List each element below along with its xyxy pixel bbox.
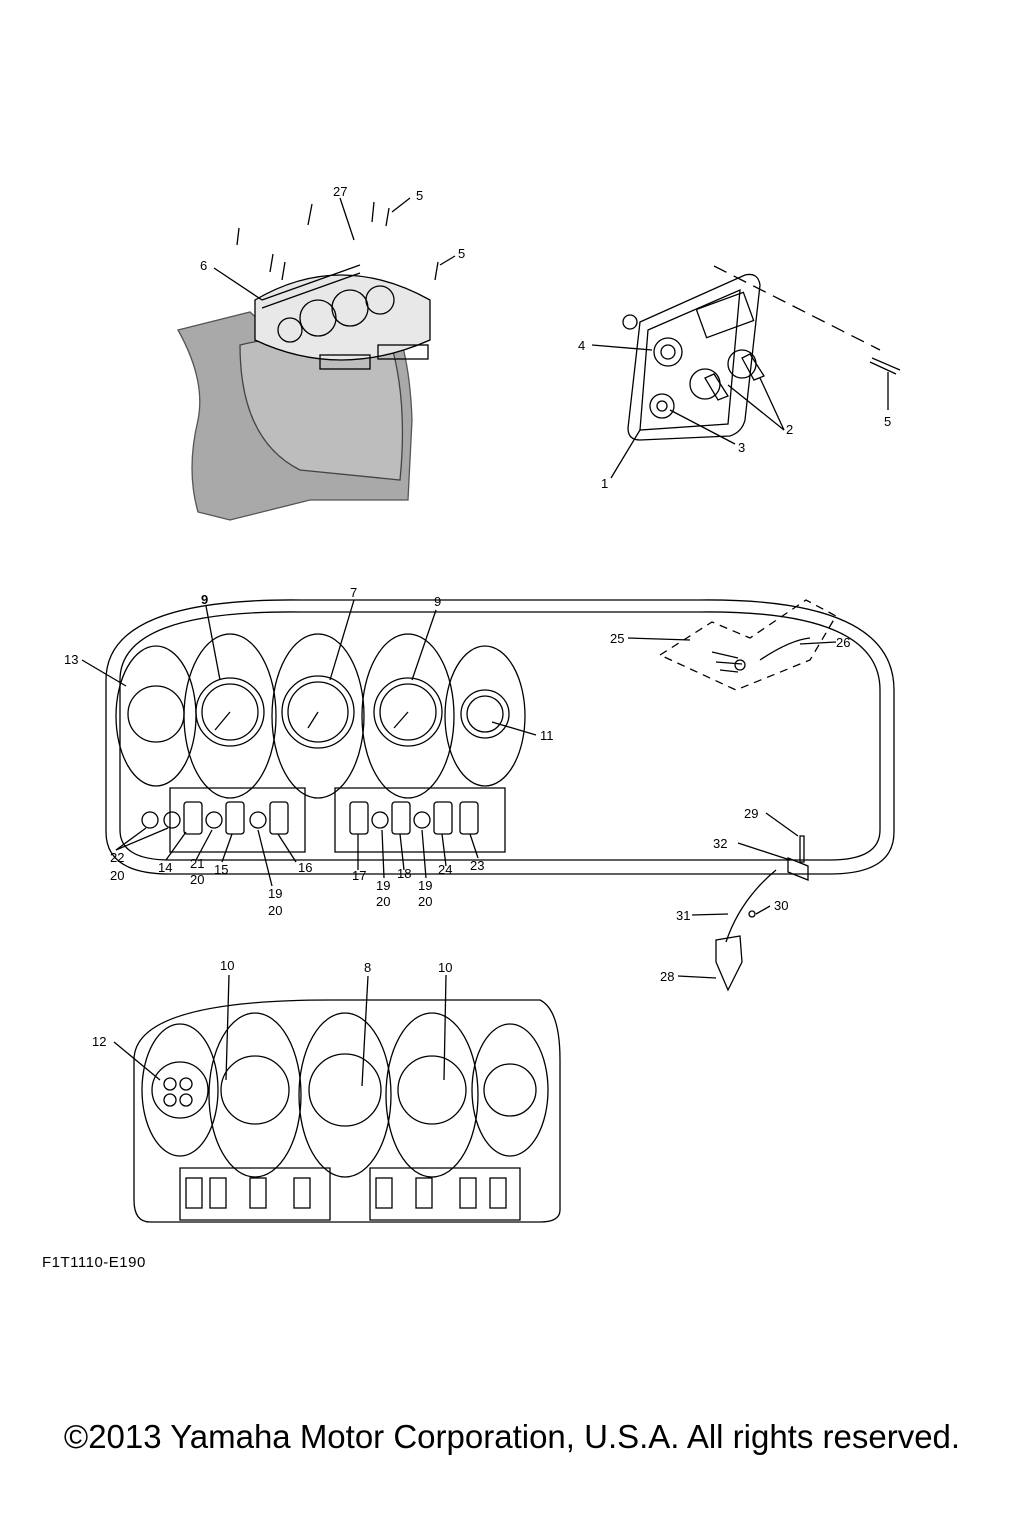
part-label-22: 22 bbox=[110, 850, 124, 865]
part-label-27: 27 bbox=[333, 184, 347, 199]
part-label-28: 28 bbox=[660, 969, 674, 984]
part-label-26: 26 bbox=[836, 635, 850, 650]
dash-panel-rear bbox=[133, 999, 561, 1223]
part-label-9b: 9 bbox=[434, 594, 441, 609]
part-label-7: 7 bbox=[350, 585, 357, 600]
part-label-20e: 20 bbox=[418, 894, 432, 909]
part-label-17: 17 bbox=[352, 868, 366, 883]
part-label-29: 29 bbox=[744, 806, 758, 821]
part-label-5b: 5 bbox=[458, 246, 465, 261]
part-label-8: 8 bbox=[364, 960, 371, 975]
diagram-code: F1T1110-E190 bbox=[42, 1254, 146, 1271]
part-label-24: 24 bbox=[438, 862, 452, 877]
part-label-31: 31 bbox=[676, 908, 690, 923]
part-label-5a: 5 bbox=[416, 188, 423, 203]
lever-assembly bbox=[715, 835, 809, 992]
part-label-15: 15 bbox=[214, 862, 228, 877]
part-label-2: 2 bbox=[786, 422, 793, 437]
harness-kit bbox=[658, 599, 837, 691]
part-label-18: 18 bbox=[397, 866, 411, 881]
part-label-5c: 5 bbox=[884, 414, 891, 429]
dash-panel-front bbox=[105, 599, 895, 875]
part-label-13: 13 bbox=[64, 652, 78, 667]
copyright-notice: ©2013 Yamaha Motor Corporation, U.S.A. A… bbox=[63, 1418, 961, 1455]
part-label-21: 21 bbox=[190, 856, 204, 871]
part-label-9a: 9 bbox=[201, 592, 208, 607]
part-labels: 27 5 5 6 4 2 3 1 5 9 7 9 13 11 25 26 22 … bbox=[64, 184, 891, 1049]
part-label-20a: 20 bbox=[110, 868, 124, 883]
part-label-3: 3 bbox=[738, 440, 745, 455]
part-label-12: 12 bbox=[92, 1034, 106, 1049]
part-label-32: 32 bbox=[713, 836, 727, 851]
part-label-25: 25 bbox=[610, 631, 624, 646]
switch-panel bbox=[622, 273, 765, 441]
part-label-19c: 19 bbox=[418, 878, 432, 893]
part-label-19b: 19 bbox=[376, 878, 390, 893]
part-label-30: 30 bbox=[774, 898, 788, 913]
part-label-16: 16 bbox=[298, 860, 312, 875]
console-assembly bbox=[177, 201, 439, 521]
part-label-14: 14 bbox=[158, 860, 172, 875]
part-label-20d: 20 bbox=[376, 894, 390, 909]
part-label-10a: 10 bbox=[220, 958, 234, 973]
part-label-20c: 20 bbox=[268, 903, 282, 918]
part-label-4: 4 bbox=[578, 338, 585, 353]
part-label-20b: 20 bbox=[190, 872, 204, 887]
part-label-23: 23 bbox=[470, 858, 484, 873]
part-label-1: 1 bbox=[601, 476, 608, 491]
part-label-19a: 19 bbox=[268, 886, 282, 901]
part-label-10b: 10 bbox=[438, 960, 452, 975]
part-label-11: 11 bbox=[540, 728, 554, 743]
part-label-6: 6 bbox=[200, 258, 207, 273]
